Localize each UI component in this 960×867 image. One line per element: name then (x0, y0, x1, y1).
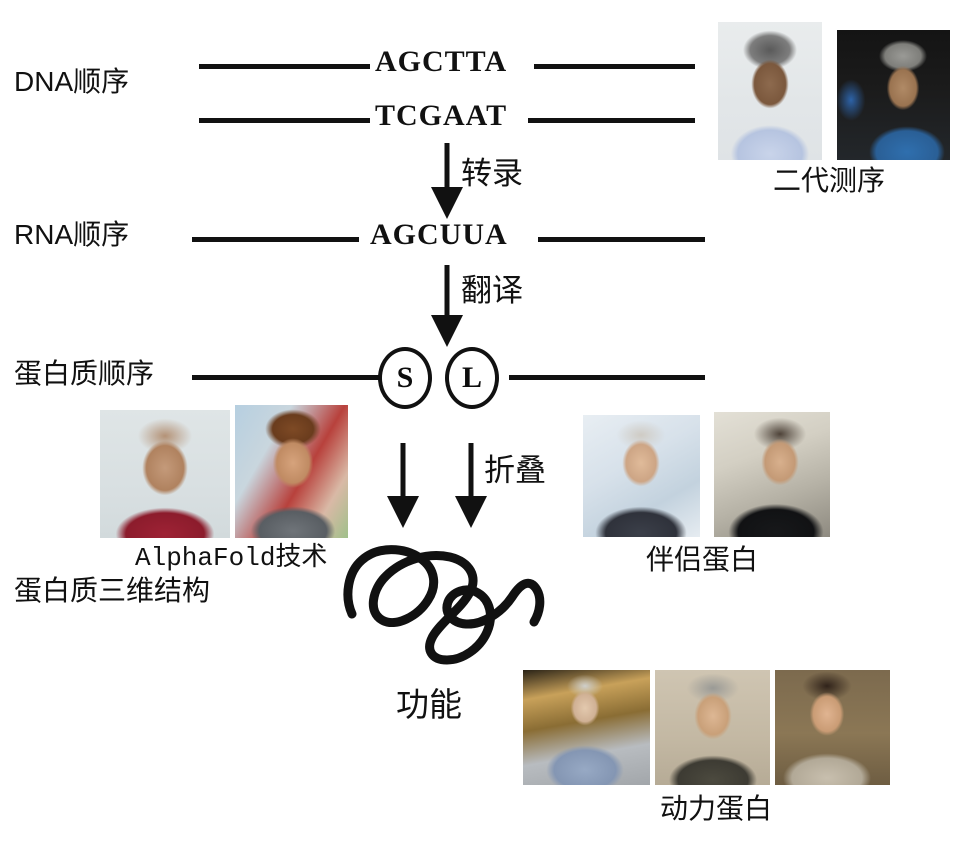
caption-motor-protein: 动力蛋白 (660, 794, 773, 825)
dna-strand-bottom-left-line (199, 118, 370, 123)
photo-sequencing-1 (718, 22, 822, 160)
photo-alphafold-1 (100, 410, 230, 538)
protein-3d-structure-label: 蛋白质三维结构 (14, 576, 211, 607)
dna-strand-bottom-right-line (528, 118, 695, 123)
stage-label-rna: RNA顺序 (14, 219, 130, 250)
rna-strand-left-line (192, 237, 359, 242)
function-label: 功能 (396, 688, 462, 724)
step-label-folding: 折叠 (484, 453, 546, 488)
caption-alphafold: AlphaFold技术 (135, 543, 328, 573)
step-label-transcription: 转录 (461, 156, 523, 191)
caption-chaperone: 伴侣蛋白 (646, 545, 759, 576)
residue-circle-l: L (445, 347, 499, 409)
caption-sequencing: 二代测序 (773, 166, 886, 197)
dna-top-sequence: AGCTTA (375, 45, 508, 78)
dna-strand-top-right-line (534, 64, 695, 69)
protein-strand-right-line (509, 375, 705, 380)
stage-label-dna: DNA顺序 (14, 66, 130, 97)
photo-motor-2 (655, 670, 770, 785)
photo-motor-3 (775, 670, 890, 785)
photo-alphafold-2 (235, 405, 348, 538)
rna-sequence: AGCUUA (370, 218, 508, 251)
photo-chaperone-2 (714, 412, 830, 537)
photo-chaperone-1 (583, 415, 700, 537)
protein-3d-structure-squiggle (343, 545, 545, 665)
protein-strand-left-line (192, 375, 380, 380)
rna-strand-right-line (538, 237, 705, 242)
step-label-translation: 翻译 (461, 273, 523, 308)
photo-motor-1 (523, 670, 650, 785)
photo-sequencing-2 (837, 30, 950, 160)
dna-strand-top-left-line (199, 64, 370, 69)
residue-letter-s: S (396, 361, 414, 394)
stage-label-protein: 蛋白质顺序 (14, 358, 155, 389)
residue-circle-s: S (378, 347, 432, 409)
residue-letter-l: L (461, 361, 482, 394)
dna-bottom-sequence: TCGAAT (375, 99, 508, 132)
